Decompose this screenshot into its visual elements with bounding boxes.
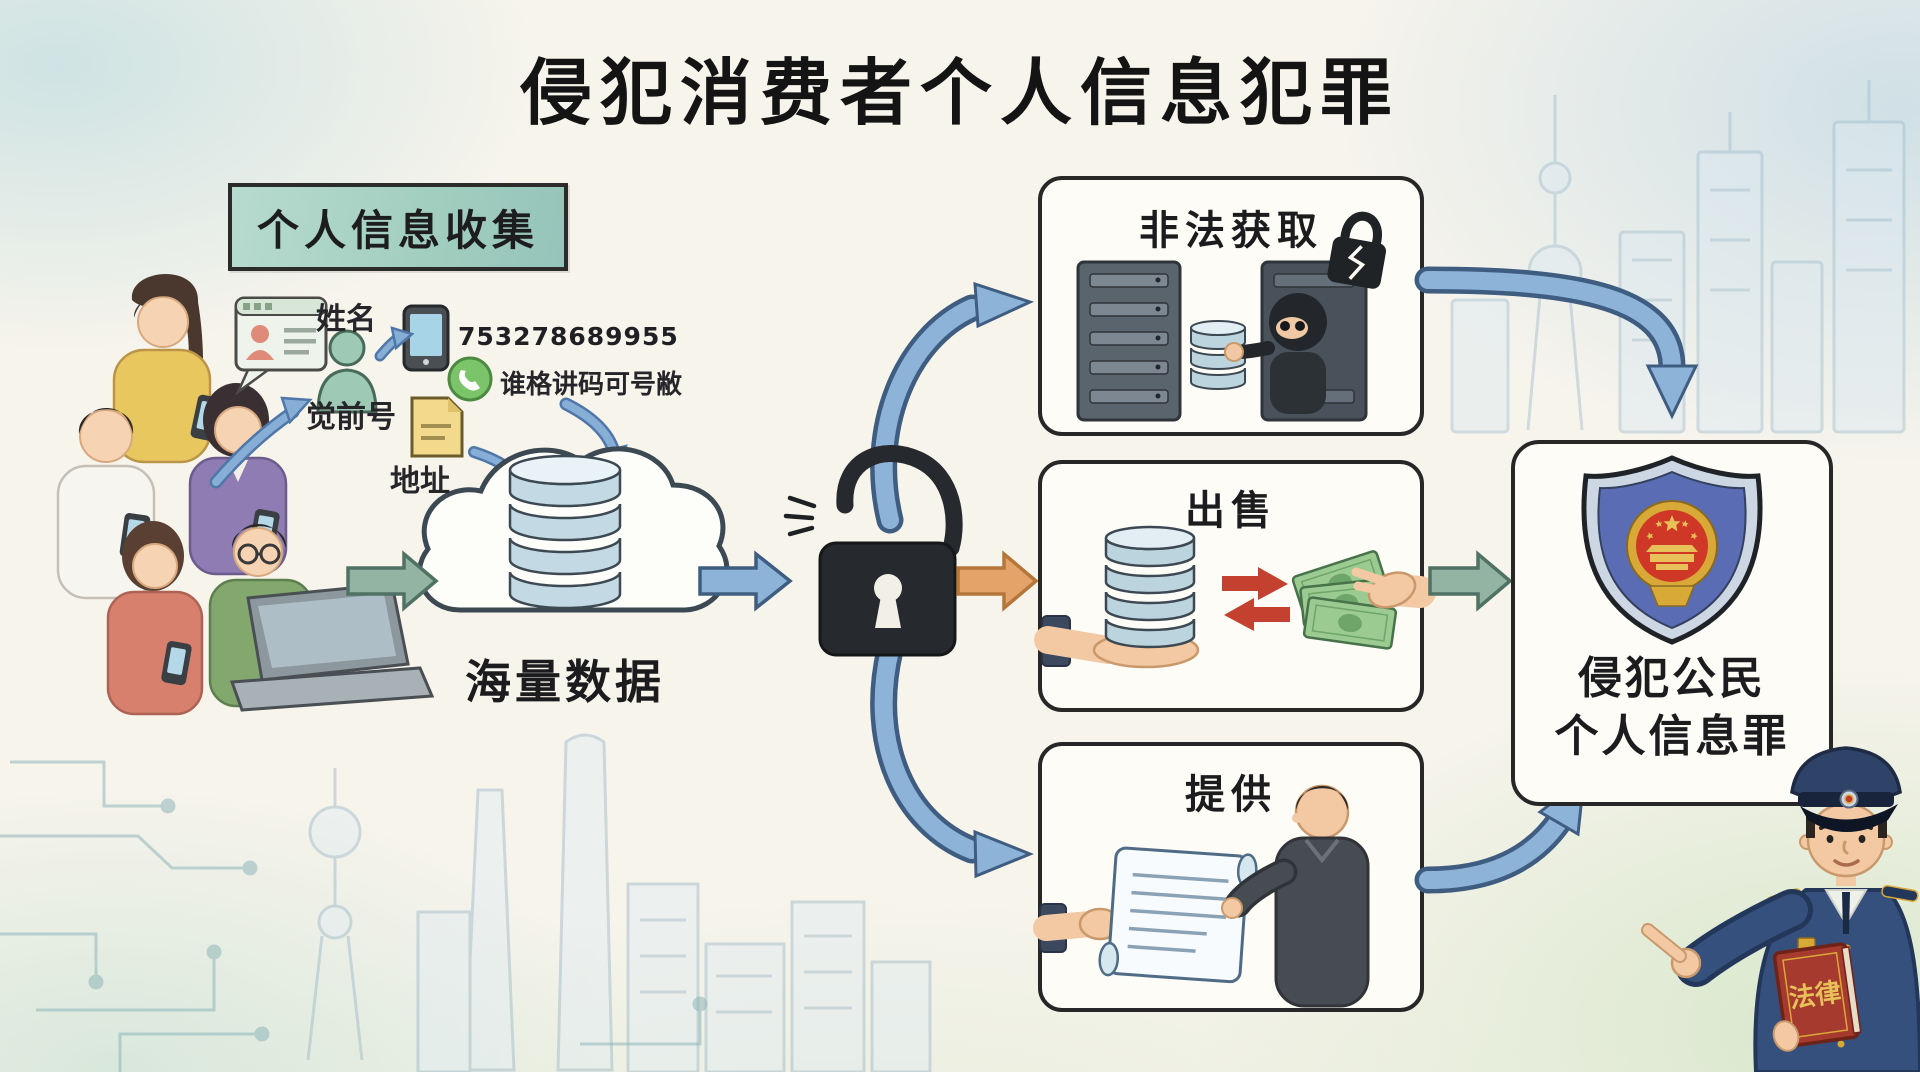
card-chat-icon [234,296,328,396]
flow-arrow-cloud-to-lock [698,550,793,612]
hacker-figure [1224,293,1327,414]
messenger-text: 谁格讲码可号敝 [500,370,683,400]
phone-number-text: 753278689955 [458,322,679,351]
flow-arrow-sell-to-verdict [1428,550,1513,612]
law-book-title: 法律 [1787,978,1843,1015]
pointing-arm [1641,889,1813,987]
circuit-traces [0,760,708,1072]
exchange-arrows-icon [1222,567,1290,631]
address-label: 地址 [390,464,450,499]
lock-icon [783,445,963,657]
mass-data-label: 海量数据 [465,655,665,709]
broken-padlock-icon [1327,211,1387,289]
verdict-line1: 侵犯公民 [1578,653,1766,704]
phone-icon [402,304,450,372]
database-stack-icon [1104,525,1196,649]
page-title: 侵犯消费者个人信息犯罪 [519,51,1401,135]
person-green-man [208,524,435,712]
provide-art [1033,784,1370,1008]
flow-arrow-lock-to-illegal [870,281,1035,534]
branch-illegal-title: 非法获取 [1139,208,1323,254]
database-icon [508,454,622,610]
police-shield-emblem [1581,455,1763,645]
law-book: 法律 [1772,942,1862,1048]
verdict-line2: 个人信息罪 [1554,711,1790,762]
sell-art [1034,525,1436,669]
whatsapp-icon [447,356,493,402]
data-icons-group [234,296,493,458]
flow-arrow-lock-to-sell [956,550,1039,612]
buyer-hand [1351,567,1436,609]
police-cap [1790,746,1902,832]
person-coral-woman [106,521,204,716]
national-emblem [1626,500,1718,607]
receiver-figure [1221,784,1370,1008]
name-label: 姓名 [316,302,376,337]
id-number-label: 觉前号 [306,400,396,435]
collection-label: 个人信息收集 [256,205,539,255]
flow-arrow-illegal-to-verdict [1414,266,1699,420]
branch-sell-title: 出售 [1185,488,1277,534]
skyline-bottom [306,733,932,1072]
document-icon [410,396,464,458]
collection-label-box: 个人信息收集 [228,183,568,271]
laptop-icon [229,582,435,712]
flow-arrow-lock-to-provide [870,636,1035,879]
illegal-acquisition-art [1076,211,1387,422]
cloud-icon [417,446,730,613]
people-group [56,273,435,716]
crack-marks [783,495,817,537]
server-rack-icon [1076,260,1182,422]
branch-provide-title: 提供 [1185,772,1277,818]
stolen-database-icon [1190,320,1246,390]
flow-arrow-people-to-cloud [346,550,439,612]
person-icon [316,329,378,414]
police-officer: 法律 [1641,746,1920,1072]
